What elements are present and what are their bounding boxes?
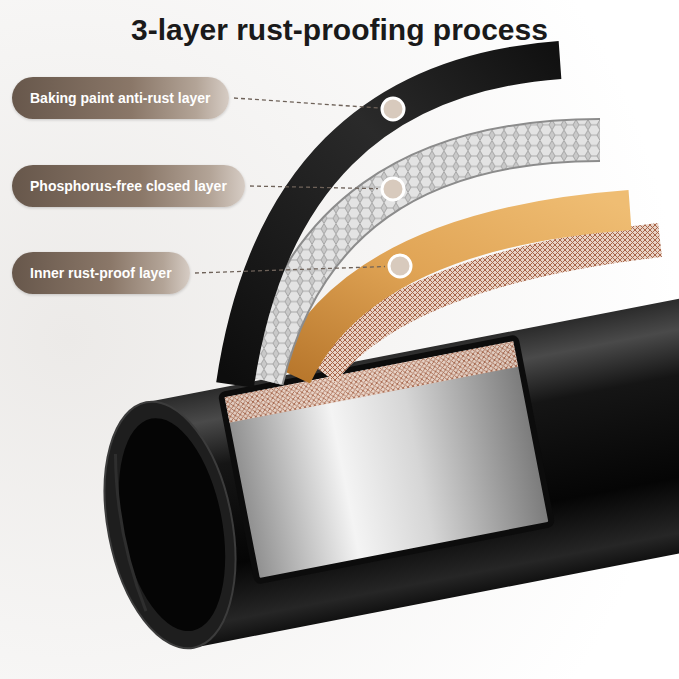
title: 3-layer rust-proofing process: [0, 0, 679, 48]
label-pill: Baking paint anti-rust layer: [12, 77, 229, 119]
marker-dot: [382, 178, 404, 200]
title-layer: 3-layer rust-proofing process: [0, 0, 679, 48]
leader-line: [250, 186, 378, 189]
marker-dot: [389, 255, 411, 277]
marker-dot: [382, 98, 404, 120]
label-pill: Inner rust-proof layer: [12, 252, 190, 294]
leader-line: [234, 98, 378, 108]
layer-label: Inner rust-proof layer: [30, 264, 172, 282]
layer-label: Phosphorus-free closed layer: [30, 177, 227, 195]
marker-dots: [382, 98, 411, 277]
layer-label: Baking paint anti-rust layer: [30, 89, 210, 107]
leader-line: [195, 267, 385, 273]
peeled-layers: [235, 60, 660, 385]
label-pill: Phosphorus-free closed layer: [12, 165, 245, 207]
